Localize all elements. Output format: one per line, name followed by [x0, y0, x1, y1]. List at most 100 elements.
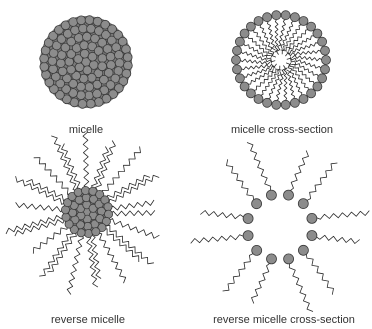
lipid-tail: [104, 218, 159, 238]
lipid-head: [77, 91, 86, 100]
lipid-head: [56, 59, 65, 68]
lipid-tail: [16, 176, 70, 206]
lipid-head: [281, 100, 290, 109]
lipid-head: [298, 245, 308, 255]
lipid-head: [69, 18, 78, 27]
lipid-head: [267, 254, 277, 264]
micelle-figure: [40, 16, 133, 109]
lipid-head: [299, 17, 308, 26]
micelle-caption: micelle: [69, 124, 103, 136]
lipid-head: [115, 59, 124, 68]
lipid-head: [307, 213, 317, 223]
lipid-tail: [102, 175, 150, 201]
lipid-head: [75, 63, 84, 72]
lipid-head: [307, 231, 317, 241]
lipid-head: [235, 37, 244, 46]
reverse-micelle-cross-section-figure: [191, 143, 370, 312]
lipid-tail: [289, 263, 313, 312]
lipid-head: [74, 188, 82, 196]
lipid-tail: [191, 235, 245, 244]
lipid-head: [281, 11, 290, 20]
lipid-tail: [306, 163, 337, 201]
lipid-head: [313, 29, 322, 38]
lipid-head: [78, 100, 87, 109]
lipid-head: [321, 46, 330, 55]
lipid-head: [85, 91, 94, 100]
lipid-tail: [223, 253, 254, 291]
lipid-head: [272, 11, 281, 20]
lipid-head: [98, 62, 107, 71]
lipid-head: [104, 203, 112, 211]
lipid-head: [77, 16, 86, 25]
lipid-tail: [247, 143, 271, 192]
reverse-micelle-caption: reverse micelle: [51, 314, 125, 326]
lipid-head: [254, 95, 263, 104]
lipid-head: [48, 57, 57, 66]
lipid-head: [321, 65, 330, 74]
lipid-head: [243, 231, 253, 241]
lipid-head: [263, 98, 272, 107]
lipid-tail: [292, 55, 322, 61]
lipid-tail: [240, 59, 270, 64]
lipid-tail: [306, 253, 333, 295]
lipid-head: [107, 61, 116, 70]
lipid-tail: [83, 132, 89, 194]
lipid-head: [62, 213, 70, 221]
lipid-tail: [284, 68, 287, 101]
lipid-head: [93, 89, 102, 98]
lipid-head: [40, 54, 49, 63]
lipid-head: [266, 190, 276, 200]
lipid-head: [94, 98, 103, 107]
lipid-head: [263, 13, 272, 22]
lipid-head: [98, 54, 107, 63]
lipid-head: [290, 98, 299, 107]
lipid-tail: [252, 263, 271, 304]
lipid-tail: [95, 141, 115, 196]
lipid-head: [87, 24, 96, 33]
lipid-tail: [6, 213, 69, 234]
lipid-head: [123, 53, 132, 62]
lipid-head: [232, 56, 241, 65]
lipid-tail: [287, 58, 319, 76]
lipid-tail: [62, 144, 84, 195]
lipid-head: [322, 56, 331, 65]
lipid-tail: [34, 158, 75, 199]
lipid-head: [318, 37, 327, 46]
lipid-tail: [316, 211, 370, 220]
lipid-head: [240, 82, 249, 91]
lipid-head: [40, 62, 49, 71]
lipid-tail: [244, 43, 276, 61]
lipid-head: [67, 65, 76, 74]
lipid-tail: [102, 222, 154, 264]
lipid-head: [284, 254, 294, 264]
lipid-tail: [290, 151, 309, 192]
lipid-head: [252, 245, 262, 255]
lipid-head: [235, 74, 244, 83]
lipid-tail: [104, 175, 160, 205]
micelle-cross-section-caption: micelle cross-section: [231, 124, 333, 136]
reverse-micelle-cross-section-caption: reverse micelle cross-section: [213, 314, 355, 326]
lipid-tail: [316, 235, 360, 243]
lipid-head: [254, 17, 263, 26]
lipid-head: [272, 100, 281, 109]
lipid-head: [290, 13, 299, 22]
lipid-head: [298, 199, 308, 209]
lipid-head: [243, 214, 253, 224]
lipid-head: [233, 46, 242, 55]
lipid-head: [92, 228, 100, 236]
lipid-head: [284, 190, 294, 200]
lipid-head: [71, 26, 80, 35]
lipid-head: [86, 99, 95, 108]
lipid-head: [124, 61, 133, 70]
lipid-head: [79, 24, 88, 33]
lipid-head: [233, 65, 242, 74]
lipid-tail: [99, 146, 141, 198]
lipid-tail: [275, 19, 278, 52]
lipid-head: [106, 52, 115, 61]
lipid-head: [85, 16, 94, 25]
lipid-head: [122, 45, 131, 54]
lipid-head: [307, 89, 316, 98]
lipid-head: [42, 70, 51, 79]
